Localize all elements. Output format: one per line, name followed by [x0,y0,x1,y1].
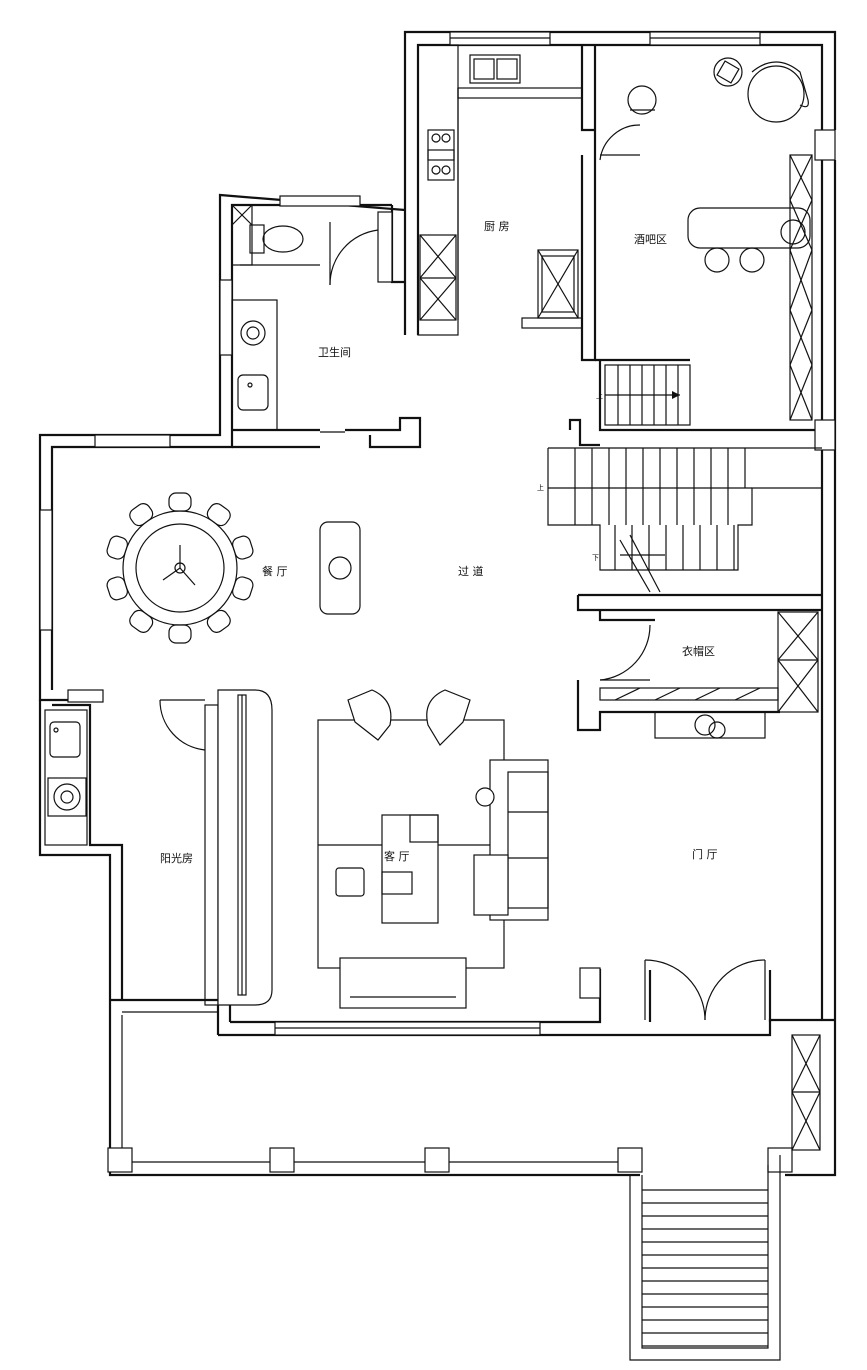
dining-chair [168,624,192,644]
room-label-bar: 酒吧区 [634,233,667,246]
bar-fixtures: 酒吧区 [627,57,836,451]
kitchen-fixtures: 厨 房 [417,44,583,336]
interior-walls [110,45,822,1035]
dining-chair [206,503,231,527]
cloakroom-fixtures: 衣帽区 [599,611,819,739]
bathroom-fixtures: 卫生间 [231,204,351,431]
dining-chair [129,503,154,527]
sunroom-fixtures: 阳光房 [44,689,273,1006]
dining-chair [168,492,192,512]
room-label-kitchen: 厨 房 [484,220,510,233]
dining-chair [106,576,128,601]
room-label-cloakroom: 衣帽区 [682,644,715,658]
room-label-corridor: 过 道 [458,564,484,578]
room-label-bathroom: 卫生间 [318,345,351,359]
dining-chair [206,609,231,633]
stair-up-label-2: 上 [537,483,544,492]
dining-chair [232,535,254,560]
room-label-dining: 餐 厅 [262,564,288,578]
room-label-sunroom: 阳光房 [160,851,193,865]
dining-chair [129,609,154,633]
room-label-living: 客 厅 [384,849,410,863]
dining-chair [232,576,254,601]
dining-chair [106,535,128,560]
foyer-fixtures: 门 厅 [692,847,821,1151]
windows [39,31,761,1036]
stair-up-label-1: 上 [596,391,603,400]
stair-down-label: 下 [592,554,599,562]
room-label-foyer: 门 厅 [692,847,718,861]
doors [159,124,766,1021]
stairs: 上 上 下 [537,364,822,1361]
dining-furniture: 餐 厅 过 道 [106,492,484,644]
living-furniture: 客 厅 [317,689,549,1009]
